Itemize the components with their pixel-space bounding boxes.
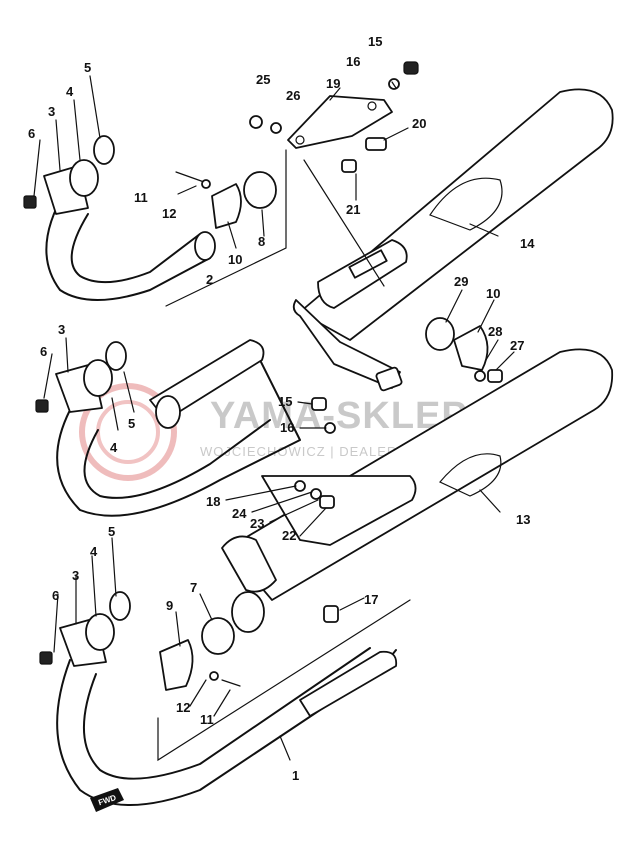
leader-lines	[33, 75, 515, 762]
callout-15: 15	[278, 394, 292, 409]
callout-9: 9	[166, 598, 173, 613]
callout-24: 24	[232, 506, 247, 521]
bottom-header-pipe	[56, 647, 398, 806]
callout-20: 20	[412, 116, 426, 131]
callout-14: 14	[520, 236, 535, 251]
callout-17: 17	[364, 592, 378, 607]
callout-8: 8	[258, 234, 265, 249]
callout-6: 6	[28, 126, 35, 141]
lower-muffler	[221, 348, 614, 633]
callout-10: 10	[486, 286, 500, 301]
callout-26: 26	[286, 88, 300, 103]
callout-6: 6	[52, 588, 59, 603]
callout-5: 5	[84, 60, 91, 75]
callout-19: 19	[326, 76, 340, 91]
callout-3: 3	[72, 568, 79, 583]
callout-13: 13	[516, 512, 530, 527]
flange-group-top	[23, 135, 115, 215]
callout-3: 3	[58, 322, 65, 337]
callout-5: 5	[128, 416, 135, 431]
callout-18: 18	[206, 494, 220, 509]
center-header-pipe	[56, 339, 301, 517]
middle-header-pipe	[45, 189, 216, 301]
callout-4: 4	[90, 544, 98, 559]
callout-3: 3	[48, 104, 55, 119]
clamps	[159, 171, 489, 691]
callout-2: 2	[206, 272, 213, 287]
watermark-logo-inner	[96, 400, 160, 464]
callout-16: 16	[280, 420, 294, 435]
callout-12: 12	[176, 700, 190, 715]
callout-28: 28	[488, 324, 502, 339]
callout-1: 1	[292, 768, 299, 783]
callout-4: 4	[66, 84, 74, 99]
callout-10: 10	[228, 252, 242, 267]
callout-25: 25	[256, 72, 270, 87]
callout-7: 7	[190, 580, 197, 595]
callout-21: 21	[346, 202, 360, 217]
callout-22: 22	[282, 528, 296, 543]
callout-6: 6	[40, 344, 47, 359]
callout-27: 27	[510, 338, 524, 353]
callout-16: 16	[346, 54, 360, 69]
upper-bracket	[287, 95, 403, 392]
callout-4: 4	[110, 440, 118, 455]
callout-23: 23	[250, 516, 264, 531]
callout-11: 11	[134, 190, 148, 205]
callout-5: 5	[108, 524, 115, 539]
callout-11: 11	[200, 712, 214, 727]
callout-15: 15	[368, 34, 382, 49]
flange-group-middle	[35, 341, 127, 413]
fwd-arrow-icon: FWD	[90, 788, 124, 812]
callout-29: 29	[454, 274, 468, 289]
flange-group-bottom	[39, 591, 131, 667]
callout-12: 12	[162, 206, 176, 221]
callouts: 1 2 3 3 3 4 4 4 5 5 5 6 6 6 7 8 9 10 10 …	[28, 34, 535, 783]
